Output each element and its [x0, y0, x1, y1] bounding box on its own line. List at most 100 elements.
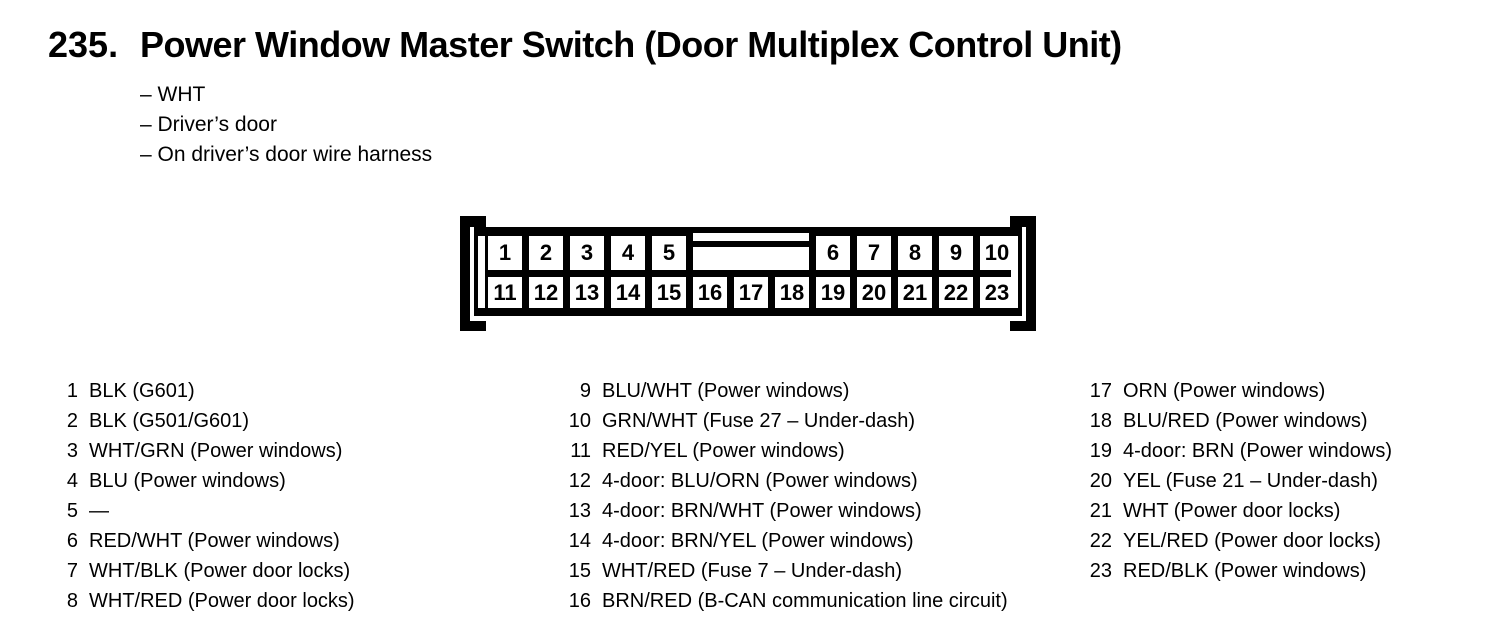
connector-pin-cell-15: 15	[652, 277, 686, 308]
pin-row-16: 16 BRN/RED (B-CAN communication line circ…	[565, 586, 1008, 616]
pin-description: WHT/RED (Fuse 7 – Under-dash)	[602, 560, 903, 582]
pin-number: 10	[568, 410, 591, 432]
pin-description: —	[89, 500, 109, 522]
pin-row-5: 5—	[52, 496, 355, 526]
pin-description: ORN (Power windows)	[1123, 380, 1326, 402]
pin-description: RED/YEL (Power windows)	[602, 440, 845, 462]
pin-description: WHT/GRN (Power windows)	[89, 440, 343, 462]
connector-right-gap	[1011, 236, 1018, 308]
pin-description: BLU (Power windows)	[89, 470, 286, 492]
pin-number: 20	[1089, 470, 1112, 492]
pin-number: 2	[66, 410, 78, 432]
pin-row-2: 2 BLK (G501/G601)	[52, 406, 355, 436]
pin-number: 18	[1089, 410, 1112, 432]
pin-row-18: 18 BLU/RED (Power windows)	[1086, 406, 1392, 436]
pin-description: 4-door: BRN (Power windows)	[1123, 440, 1392, 462]
connector-bracket-right-bottom-arm	[1010, 321, 1026, 331]
pin-description: RED/BLK (Power windows)	[1123, 560, 1367, 582]
pin-number: 14	[568, 530, 591, 552]
connector-pin-cell-17: 17	[734, 277, 768, 308]
pin-description: BLK (G501/G601)	[89, 410, 250, 432]
pin-number: 13	[568, 500, 591, 522]
pin-row-7: 7 WHT/BLK (Power door locks)	[52, 556, 355, 586]
connector-pin-cell-12: 12	[529, 277, 563, 308]
connector-left-gap	[478, 236, 485, 308]
pin-description: RED/WHT (Power windows)	[89, 530, 340, 552]
pin-description: YEL (Fuse 21 – Under-dash)	[1123, 470, 1378, 492]
connector-pin-cell-6: 6	[816, 236, 850, 270]
pin-description: BLU/RED (Power windows)	[1123, 410, 1368, 432]
section-header: 235. Power Window Master Switch (Door Mu…	[48, 24, 1122, 66]
connector-bracket-left-bar	[460, 216, 470, 331]
pin-row-15: 15 WHT/RED (Fuse 7 – Under-dash)	[565, 556, 1008, 586]
connector-pin-cell-3: 3	[570, 236, 604, 270]
pin-row-12: 12 4-door: BLU/ORN (Power windows)	[565, 466, 1008, 496]
pin-description: 4-door: BRN/YEL (Power windows)	[602, 530, 914, 552]
pin-number: 6	[66, 530, 78, 552]
note-harness: – On driver’s door wire harness	[140, 143, 433, 166]
connector-pin-cell-1: 1	[488, 236, 522, 270]
page-title: Power Window Master Switch (Door Multipl…	[140, 24, 1122, 65]
connector-keyway-rib	[693, 241, 809, 247]
connector-bracket-left-top-arm	[470, 216, 486, 227]
pin-row-13: 13 4-door: BRN/WHT (Power windows)	[565, 496, 1008, 526]
pin-description: GRN/WHT (Fuse 27 – Under-dash)	[602, 410, 916, 432]
connector-keyway	[693, 233, 809, 270]
connector-pin-cell-8: 8	[898, 236, 932, 270]
pin-number: 23	[1089, 560, 1112, 582]
connector-pin-cell-9: 9	[939, 236, 973, 270]
note-wire-color: – WHT	[140, 83, 206, 106]
pin-row-20: 20 YEL (Fuse 21 – Under-dash)	[1086, 466, 1392, 496]
pin-row-4: 4 BLU (Power windows)	[52, 466, 355, 496]
pin-row-11: 11 RED/YEL (Power windows)	[565, 436, 1008, 466]
connector-pin-cell-14: 14	[611, 277, 645, 308]
connector-notes: – WHT – Driver’s door – On driver’s door…	[140, 80, 432, 170]
connector-bracket-left-bottom-arm	[470, 321, 486, 331]
pin-description: BLU/WHT (Power windows)	[602, 380, 850, 402]
pin-number: 5	[66, 500, 78, 522]
pin-number: 12	[568, 470, 591, 492]
pin-number: 4	[66, 470, 78, 492]
pin-row-21: 21 WHT (Power door locks)	[1086, 496, 1392, 526]
pin-description: WHT/BLK (Power door locks)	[89, 560, 351, 582]
pin-number: 8	[66, 590, 78, 612]
pin-row-23: 23 RED/BLK (Power windows)	[1086, 556, 1392, 586]
pin-number: 15	[568, 560, 591, 582]
note-location: – Driver’s door	[140, 113, 277, 136]
pin-number: 7	[66, 560, 78, 582]
pin-number: 22	[1089, 530, 1112, 552]
pin-row-10: 10 GRN/WHT (Fuse 27 – Under-dash)	[565, 406, 1008, 436]
pin-number: 21	[1089, 500, 1112, 522]
section-number: 235.	[48, 24, 119, 65]
pin-list-column-2: 9 BLU/WHT (Power windows) 10 GRN/WHT (Fuse…	[565, 376, 1008, 616]
pin-description: 4-door: BLU/ORN (Power windows)	[602, 470, 918, 492]
connector-pin-cell-7: 7	[857, 236, 891, 270]
connector-pin-cell-22: 22	[939, 277, 973, 308]
pin-description: BLK (G601)	[89, 380, 195, 402]
connector-pin-cell-16: 16	[693, 277, 727, 308]
pin-description: BRN/RED (B-CAN communication line circui…	[602, 590, 1008, 612]
pin-number: 16	[568, 590, 591, 612]
connector-pin-cell-19: 19	[816, 277, 850, 308]
pin-description: WHT (Power door locks)	[1123, 500, 1341, 522]
pin-number: 9	[579, 380, 591, 402]
connector-pin-cell-10: 10	[980, 236, 1014, 270]
connector-pin-cell-4: 4	[611, 236, 645, 270]
pin-number: 1	[66, 380, 78, 402]
connector-bracket-right-top-arm	[1010, 216, 1026, 227]
connector-pin-cell-11: 11	[488, 277, 522, 308]
connector-pin-cell-5: 5	[652, 236, 686, 270]
pin-number: 11	[570, 440, 591, 462]
pin-description: 4-door: BRN/WHT (Power windows)	[602, 500, 922, 522]
connector-bracket-right-bar	[1026, 216, 1036, 331]
connector-diagram: 1 2 3 4 5 6 7 8 9 10 11 12 13 14 15 16 1…	[458, 214, 1038, 332]
connector-pin-cell-23: 23	[980, 277, 1014, 308]
